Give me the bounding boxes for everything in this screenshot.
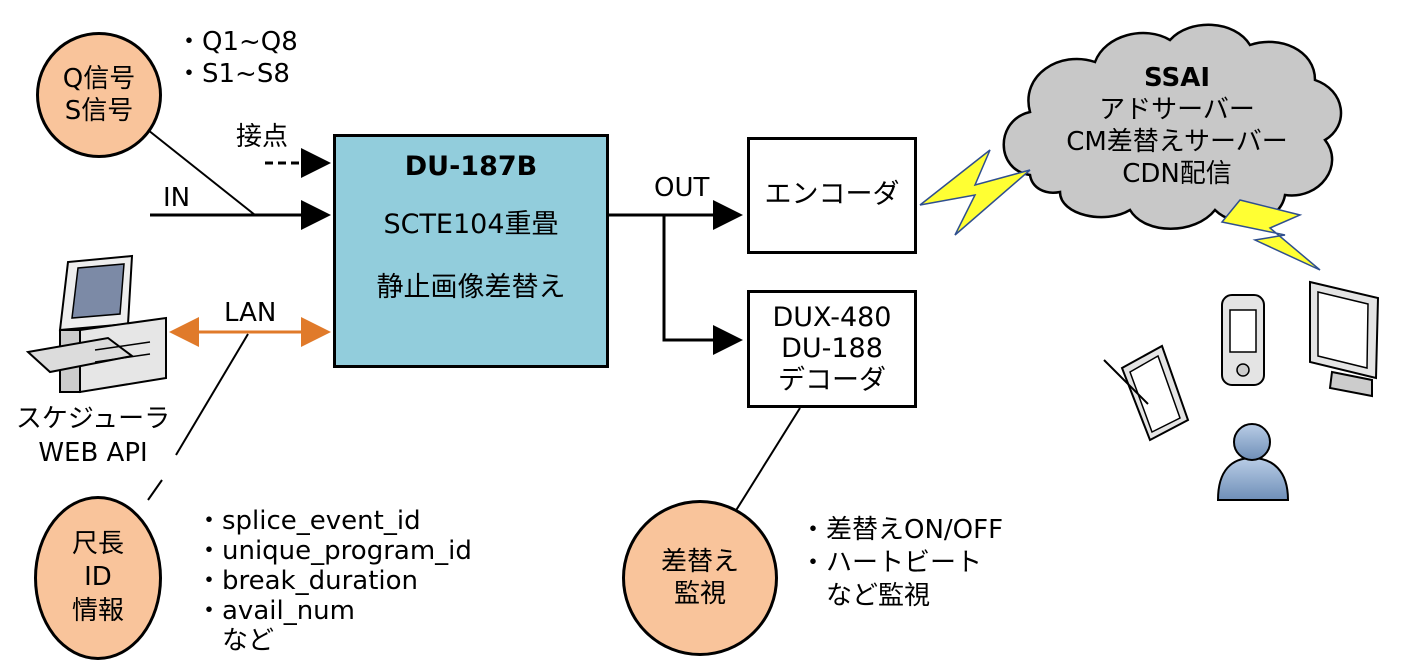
qs-signal-line1: Q信号 bbox=[62, 63, 136, 94]
decoder-line2: DU-188 bbox=[781, 333, 883, 365]
decoder-line3: デコーダ bbox=[778, 364, 886, 396]
monitor-bullet-item: ・差替えON/OFF bbox=[800, 515, 1004, 545]
monitor-bullet-item: ・ハートビート bbox=[800, 548, 983, 578]
qs-bullet-item: ・S1~S8 bbox=[176, 59, 290, 89]
lightning-icon bbox=[1220, 199, 1321, 271]
monitor-connector-line bbox=[729, 407, 801, 521]
du-187b-line1: SCTE104重畳 bbox=[383, 209, 559, 241]
length-info-line2: ID bbox=[84, 562, 112, 593]
lan-label: LAN bbox=[224, 298, 277, 328]
lightning-icon bbox=[919, 149, 1031, 236]
tablet-icon bbox=[1103, 344, 1190, 442]
replace-monitor-line2: 監視 bbox=[673, 579, 726, 609]
du-187b-box: DU-187B SCTE104重畳 静止画像差替え bbox=[333, 134, 609, 368]
length-bullet-item: ・splice_event_id bbox=[196, 506, 421, 536]
length-bullet-item: ・unique_program_id bbox=[196, 536, 472, 566]
decoder-arrow bbox=[662, 215, 743, 355]
ssai-text: SSAI アドサーバー CM差替えサーバー CDN配信 bbox=[1042, 62, 1312, 190]
user-icon bbox=[1216, 423, 1290, 501]
decoder-line1: DUX-480 bbox=[772, 302, 892, 334]
scheduler-label: スケジューラ WEB API bbox=[0, 402, 186, 470]
out-label: OUT bbox=[654, 173, 710, 203]
cloud-icon bbox=[1002, 23, 1343, 230]
ssai-title: SSAI bbox=[1143, 63, 1211, 93]
decoder-box: DUX-480 DU-188 デコーダ bbox=[747, 290, 917, 408]
length-info-line1: 尺長 bbox=[71, 529, 124, 560]
scheduler-line2: WEB API bbox=[38, 438, 148, 468]
replace-monitor-circle: 差替え 監視 bbox=[622, 500, 778, 656]
ssai-line1: アドサーバー bbox=[1099, 95, 1255, 125]
length-info-line3: 情報 bbox=[71, 595, 124, 626]
monitor-bullet-item: など監視 bbox=[800, 581, 931, 611]
ssai-line3: CDN配信 bbox=[1122, 159, 1232, 189]
encoder-box: エンコーダ bbox=[747, 137, 917, 254]
encoder-label: エンコーダ bbox=[764, 179, 900, 211]
length-info-circle: 尺長 ID 情報 bbox=[34, 496, 162, 660]
qs-bullets: ・Q1~Q8 ・S1~S8 bbox=[176, 26, 298, 90]
contact-label: 接点 bbox=[236, 122, 289, 152]
replace-monitor-line1: 差替え bbox=[660, 546, 739, 577]
smartphone-icon bbox=[1221, 294, 1265, 386]
length-info-connector-line bbox=[147, 479, 163, 501]
ssai-line2: CM差替えサーバー bbox=[1066, 127, 1288, 157]
qs-signal-line2: S信号 bbox=[64, 96, 134, 126]
du-187b-line2: 静止画像差替え bbox=[376, 271, 566, 303]
monitor-icon bbox=[1309, 280, 1380, 398]
du-187b-title: DU-187B bbox=[404, 151, 538, 182]
scheduler-connector-line bbox=[175, 333, 249, 456]
length-bullet-item: ・avail_num bbox=[196, 596, 355, 626]
monitor-bullets: ・差替えON/OFF ・ハートビート など監視 bbox=[800, 514, 1003, 613]
qs-bullet-item: ・Q1~Q8 bbox=[176, 27, 298, 57]
scheduler-line1: スケジューラ bbox=[15, 404, 171, 434]
in-label: IN bbox=[163, 183, 191, 213]
desktop-computer-icon bbox=[25, 254, 167, 394]
length-bullets: ・splice_event_id ・unique_program_id ・bre… bbox=[196, 506, 472, 666]
qs-connector-line bbox=[147, 129, 256, 216]
length-bullet-item: など bbox=[196, 626, 275, 656]
length-bullet-item: ・break_duration bbox=[196, 566, 419, 596]
qs-signal-circle: Q信号 S信号 bbox=[36, 32, 162, 158]
